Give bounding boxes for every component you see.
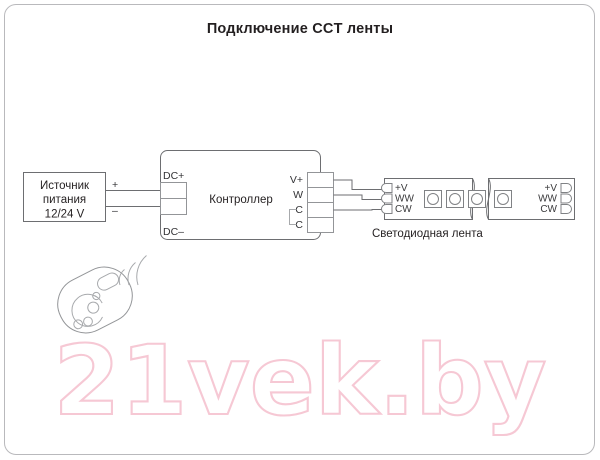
led-lens [471, 193, 483, 205]
power-supply-plus-label: + [112, 179, 118, 191]
controller-terminal-vplus [307, 172, 334, 188]
strip-pad-right-vplus [560, 183, 572, 193]
remote-small-button-2 [83, 316, 93, 327]
controller-c2-label: C [295, 219, 303, 231]
remote-wheel-dot [92, 291, 101, 301]
remote-power-button [97, 272, 120, 291]
remote-signal-arcs [118, 255, 147, 286]
controller-dc-plus-label: DC+ [163, 170, 184, 182]
controller-c1-label: C [295, 204, 303, 216]
power-supply-minus-label: – [112, 205, 118, 217]
power-supply-box [23, 172, 106, 222]
led-strip-caption: Светодиодная лента [372, 228, 483, 240]
controller-vplus-label: V+ [290, 174, 303, 186]
diagram-frame [4, 4, 595, 455]
power-supply-line2: питания [43, 194, 86, 206]
wire-c-to-strip [333, 209, 386, 211]
controller-w-label: W [293, 189, 303, 201]
watermark-text: 21vek.by [54, 330, 547, 437]
led-lens [449, 193, 461, 205]
controller-dc-minus-label: DC– [163, 226, 184, 238]
strip-right-label-ww: WW [538, 194, 557, 205]
remote-body [57, 266, 133, 334]
controller-terminal-w [307, 187, 334, 203]
remote-small-button-1 [73, 319, 84, 330]
remote-control [57, 266, 133, 334]
c-terminals-bracket [289, 209, 297, 225]
strip-right-label-cw: CW [540, 204, 557, 215]
signal-arc-2 [127, 262, 136, 286]
wire-w-to-strip [333, 194, 386, 200]
power-supply-line3: 12/24 V [45, 209, 85, 221]
strip-pad-left-cw [381, 204, 393, 214]
led-lens [497, 193, 509, 205]
remote-wheel-inner [87, 301, 100, 314]
strip-left-label-cw: CW [395, 204, 412, 215]
strip-pad-right-ww [560, 193, 572, 204]
controller-terminal-dc-plus [160, 182, 187, 199]
strip-pad-left-vplus [381, 183, 393, 193]
controller-terminal-c2 [307, 217, 334, 233]
page-title: Подключение CCT ленты [206, 21, 394, 37]
strip-left-label-ww: WW [395, 194, 414, 205]
controller-terminal-c1 [307, 202, 334, 218]
remote-touch-wheel [71, 293, 103, 327]
strip-pad-left-ww [381, 193, 393, 204]
watermark: 21vek.by [53, 330, 548, 438]
led-lens [427, 193, 439, 205]
controller-terminal-dc-minus [160, 198, 187, 215]
strip-left-label-vplus: +V [395, 183, 408, 194]
strip-right-label-vplus: +V [544, 183, 557, 194]
power-supply-line1: Источник [40, 180, 90, 192]
signal-arc-1 [118, 269, 125, 286]
wire-vplus-to-strip [333, 179, 386, 190]
strip-pad-right-cw [560, 204, 572, 214]
strip-break-right [486, 178, 491, 220]
controller-label: Контроллер [209, 194, 272, 206]
signal-arc-3 [136, 255, 147, 286]
